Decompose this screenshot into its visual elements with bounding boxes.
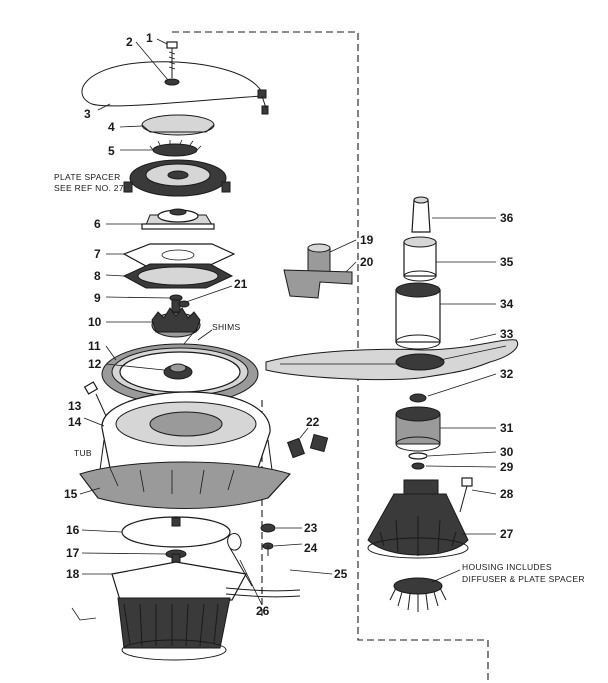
- part-tub-15: [79, 461, 291, 509]
- callout-15: 15: [64, 487, 78, 501]
- part-diffuser: [389, 577, 447, 612]
- callout-30: 30: [500, 445, 514, 459]
- part-motor-18: [111, 561, 301, 661]
- corner-mark: [71, 607, 97, 621]
- part-bushing-19: [307, 243, 331, 273]
- part-22: [286, 433, 329, 459]
- part-heating-element-3: [81, 61, 269, 115]
- part-21: [178, 300, 190, 308]
- callout-36: 36: [500, 211, 514, 225]
- part-bolt-28: [459, 477, 473, 513]
- callout-23: 23: [304, 521, 318, 535]
- callout-20: 20: [360, 255, 374, 269]
- callout-31: 31: [500, 421, 514, 435]
- callout-9: 9: [94, 291, 101, 305]
- callout-16: 16: [66, 523, 80, 537]
- callout-26: 26: [256, 604, 270, 618]
- callout-10: 10: [88, 315, 102, 329]
- callout-3: 3: [84, 107, 91, 121]
- callout-18: 18: [66, 567, 80, 581]
- part-disc-16: [121, 516, 231, 548]
- callout-5: 5: [108, 144, 115, 158]
- part-cylinder-34: [395, 282, 441, 350]
- note-shims: SHIMS: [212, 322, 240, 332]
- callout-8: 8: [94, 269, 101, 283]
- part-hub-12: [163, 363, 193, 380]
- note-tub: TUB: [74, 448, 92, 458]
- part-impeller-10: [151, 299, 201, 338]
- callout-35: 35: [500, 255, 514, 269]
- callout-33: 33: [500, 327, 514, 341]
- callout-28: 28: [500, 487, 514, 501]
- part-shaft-36: [411, 196, 431, 233]
- callout-6: 6: [94, 217, 101, 231]
- part-impeller-housing-6: [141, 208, 215, 230]
- part-ring-30: [408, 452, 428, 460]
- part-grommet-23: [260, 523, 276, 533]
- annotation-notes: PLATE SPACER SEE REF NO. 27 SHIMS TUB HO…: [54, 172, 585, 584]
- part-gasket-8: [122, 263, 234, 289]
- part-screw-1: [166, 41, 178, 78]
- callout-17: 17: [66, 546, 80, 560]
- callout-12: 12: [88, 357, 102, 371]
- part-housing-27: [367, 479, 469, 559]
- callout-13: 13: [68, 399, 82, 413]
- callout-14: 14: [68, 415, 82, 429]
- part-spray-arm-33: [265, 339, 519, 381]
- note-housing-2: DIFFUSER & PLATE SPACER: [462, 574, 585, 584]
- note-plate-spacer-2: SEE REF NO. 27: [54, 183, 124, 193]
- callout-32: 32: [500, 367, 514, 381]
- callout-11: 11: [88, 339, 101, 353]
- callout-25: 25: [334, 567, 348, 581]
- part-plate-spacer: [123, 159, 231, 197]
- callout-numbers: 1 2 3 4 5 6 7 8 9 10 11 12 13 14 15 16 1…: [64, 31, 514, 618]
- leader-lines: [79, 38, 497, 606]
- callout-24: 24: [304, 541, 318, 555]
- part-hub-31: [395, 406, 441, 452]
- part-screw-24: [262, 542, 274, 556]
- callout-34: 34: [500, 297, 514, 311]
- part-nut-2: [164, 78, 180, 86]
- part-sump-14: [99, 391, 273, 471]
- callout-21: 21: [234, 277, 248, 291]
- callout-7: 7: [94, 247, 101, 261]
- note-plate-spacer-1: PLATE SPACER: [54, 172, 121, 182]
- callout-22: 22: [306, 415, 320, 429]
- part-cap-4: [141, 114, 215, 136]
- callout-1: 1: [146, 31, 153, 45]
- part-washer-29: [411, 462, 425, 470]
- part-bolt-13: [83, 381, 107, 417]
- part-tube-35: [403, 236, 437, 282]
- callout-27: 27: [500, 527, 514, 541]
- part-star-washer-5: [149, 139, 202, 157]
- part-clip-26: [227, 533, 253, 587]
- callout-4: 4: [108, 120, 115, 134]
- part-bracket-20: [283, 269, 353, 299]
- callout-2: 2: [126, 35, 133, 49]
- callout-19: 19: [360, 233, 374, 247]
- note-housing-1: HOUSING INCLUDES: [462, 562, 552, 572]
- part-nut-32: [409, 393, 427, 403]
- callout-29: 29: [500, 460, 514, 474]
- part-plate-7: [122, 243, 236, 267]
